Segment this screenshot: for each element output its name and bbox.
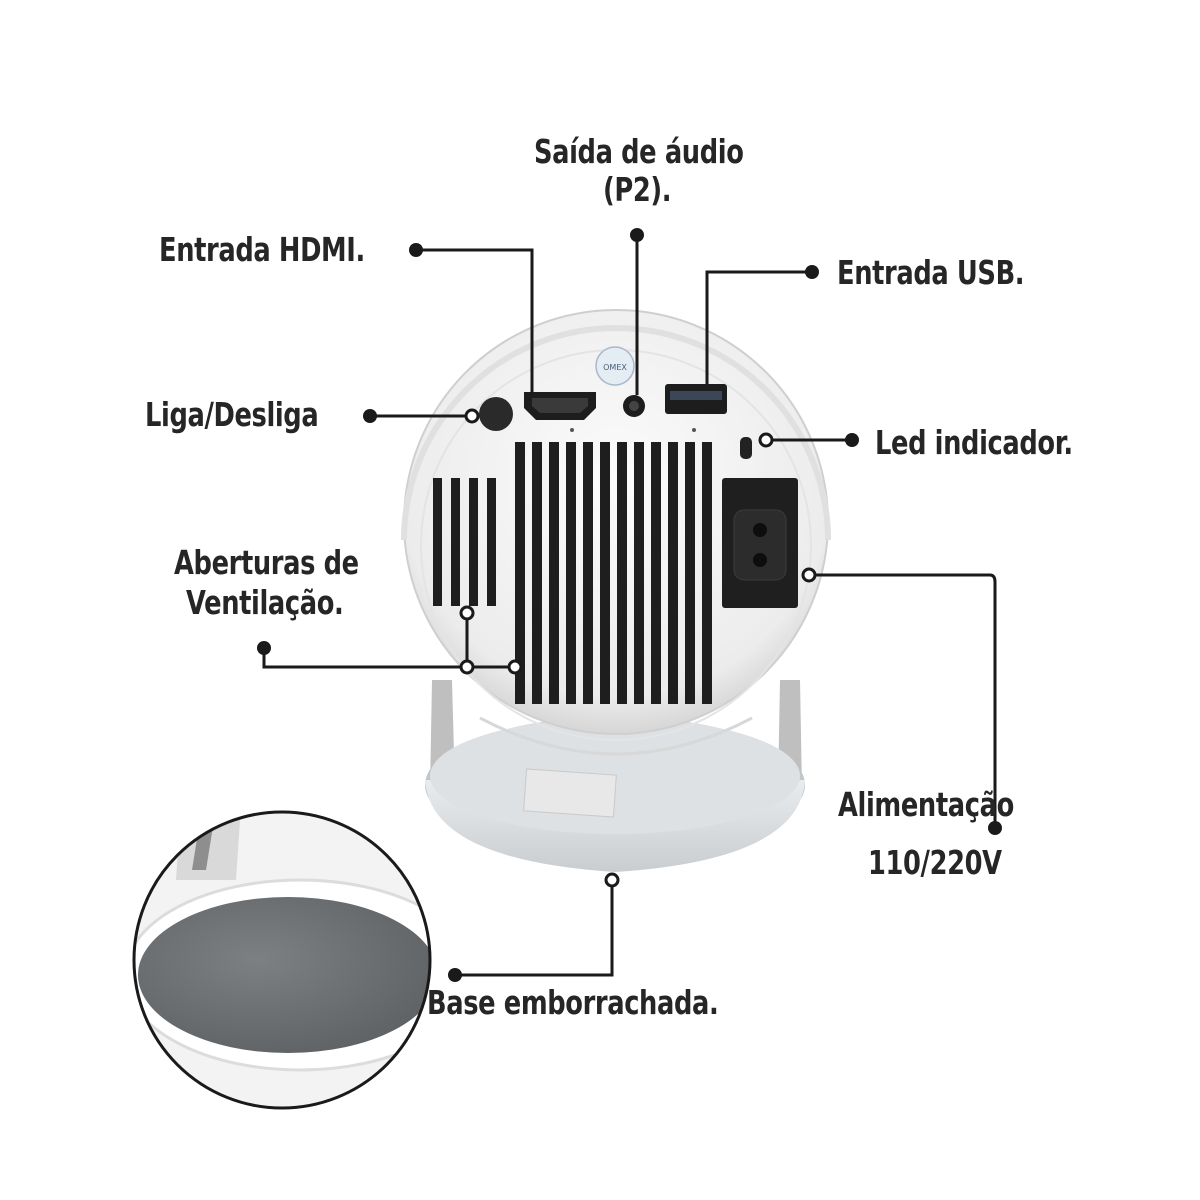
label-audio-line2: (P2). xyxy=(603,170,672,209)
label-audio-line1: Saída de áudio xyxy=(534,132,744,171)
led-light xyxy=(740,437,752,459)
side-vents xyxy=(433,478,496,606)
power-inlet xyxy=(722,478,798,608)
label-power-supply-line1: Alimentação xyxy=(838,785,1014,824)
base-label-sticker xyxy=(523,768,617,818)
rubber-base-inset xyxy=(132,810,432,1110)
callout-lines xyxy=(262,235,997,977)
badge-sticker: OMEX xyxy=(595,346,635,386)
main-vents xyxy=(515,442,712,704)
power-button xyxy=(479,397,513,431)
label-hdmi: Entrada HDMI. xyxy=(159,230,365,269)
hdmi-port xyxy=(524,392,596,432)
label-base: Base emborrachada. xyxy=(427,983,719,1022)
label-vents-line1: Aberturas de xyxy=(174,543,359,582)
base-dish xyxy=(425,717,805,872)
label-led: Led indicador. xyxy=(875,423,1073,462)
svg-text:OMEX: OMEX xyxy=(603,363,627,372)
callout-dots xyxy=(257,228,1002,982)
label-power-button: Liga/Desliga xyxy=(145,395,319,434)
label-usb: Entrada USB. xyxy=(837,253,1025,292)
label-power-supply-line2: 110/220V xyxy=(868,843,1002,882)
usb-port xyxy=(665,384,727,432)
audio-jack xyxy=(623,395,645,417)
label-vents-line2: Ventilação. xyxy=(186,583,344,622)
